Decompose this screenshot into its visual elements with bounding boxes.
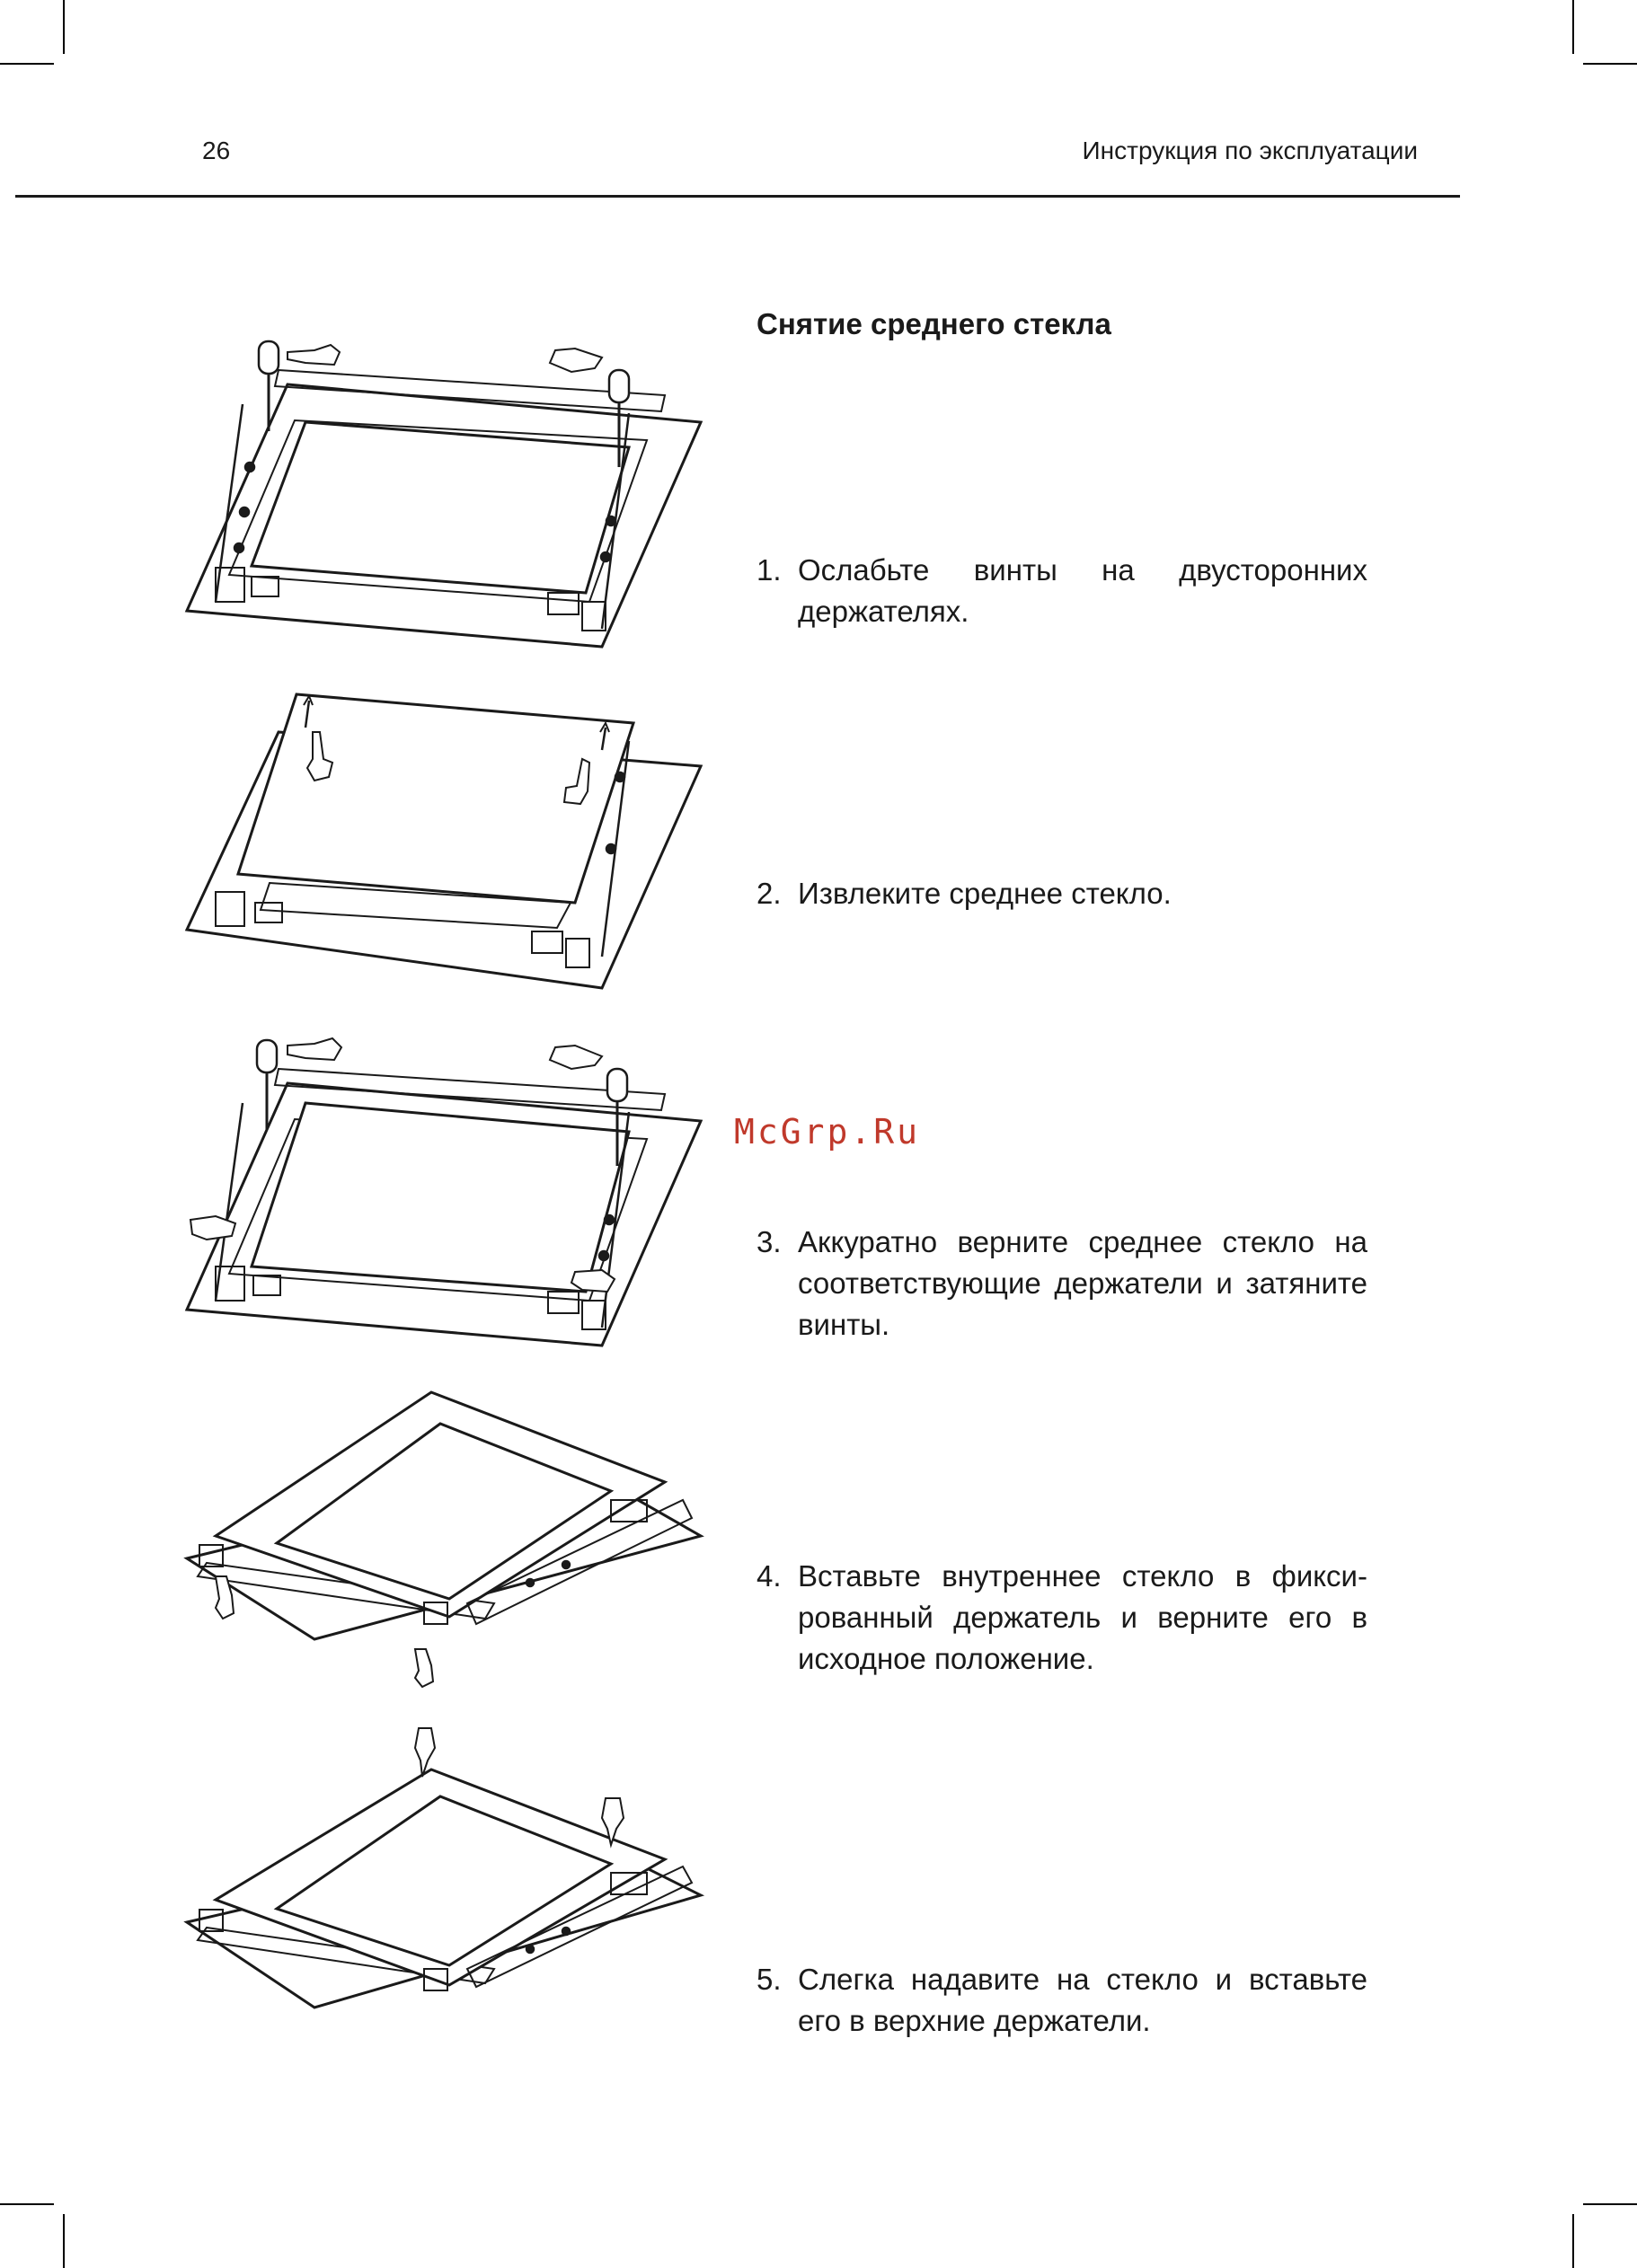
step-text: Извлеките среднее стекло.: [798, 877, 1172, 910]
pointing-hand-icon: [413, 1727, 437, 1778]
screwdriver-icon: [255, 1038, 279, 1130]
crop-mark: [63, 2214, 65, 2268]
step-number: 4.: [757, 1559, 782, 1593]
pointing-hand-icon: [189, 1214, 237, 1241]
crop-mark: [1583, 2203, 1637, 2205]
pointing-hand-icon: [214, 1575, 235, 1620]
header-divider: [15, 195, 1460, 198]
pointing-hand-icon: [548, 1044, 604, 1071]
step-2: 2. Извлеките среднее стекло.: [757, 873, 1367, 914]
step-5: 5. Слегка надавите на стекло и вставьте …: [757, 1959, 1367, 2042]
illustration-step-2: [180, 687, 710, 993]
pointing-hand-icon: [570, 1268, 616, 1293]
crop-mark: [0, 63, 54, 65]
crop-mark: [1583, 63, 1637, 65]
illustration-step-4: [180, 1383, 710, 1689]
section-title: Снятие среднего стекла: [757, 307, 1111, 340]
step-3: 3. Аккуратно верните среднее стекло на с…: [757, 1222, 1367, 1346]
pointing-hand-icon: [562, 720, 610, 806]
step-number: 5.: [757, 1963, 782, 1996]
step-number: 2.: [757, 877, 782, 910]
illustration-step-1: [180, 332, 710, 656]
step-number: 1.: [757, 553, 782, 587]
pointing-hand-icon: [287, 1037, 343, 1062]
pointing-hand-icon: [548, 347, 604, 374]
step-4: 4. Вставьте внутреннее стекло в фикси­ро…: [757, 1556, 1367, 1680]
page-number: 26: [202, 137, 231, 164]
step-1: 1. Ослабьте винты на двусторонних держат…: [757, 550, 1367, 632]
step-text: Вставьте внутреннее стекло в фикси­рован…: [798, 1559, 1367, 1675]
crop-mark: [1572, 0, 1574, 54]
pointing-hand-icon: [287, 343, 341, 366]
screwdriver-icon: [607, 368, 631, 467]
step-text: Слегка надавите на стекло и вставьте его…: [798, 1963, 1367, 2037]
document-title: Инструкция по эксплуатации: [1082, 137, 1418, 164]
screwdriver-icon: [257, 340, 280, 431]
pointing-hand-icon: [413, 1648, 435, 1689]
step-number: 3.: [757, 1225, 782, 1258]
illustration-step-5: [180, 1725, 710, 2030]
crop-mark: [1572, 2214, 1574, 2268]
screwdriver-icon: [606, 1067, 629, 1166]
pointing-hand-icon: [600, 1797, 625, 1849]
illustration-step-3: [180, 1031, 710, 1355]
pointing-hand-icon: [303, 693, 334, 782]
step-text: Аккуратно верните среднее стекло на соот…: [798, 1225, 1367, 1341]
crop-mark: [0, 2203, 54, 2205]
step-text: Ослабьте винты на двусторонних держателя…: [798, 553, 1367, 628]
watermark: McGrp.Ru: [734, 1112, 921, 1152]
crop-mark: [63, 0, 65, 54]
